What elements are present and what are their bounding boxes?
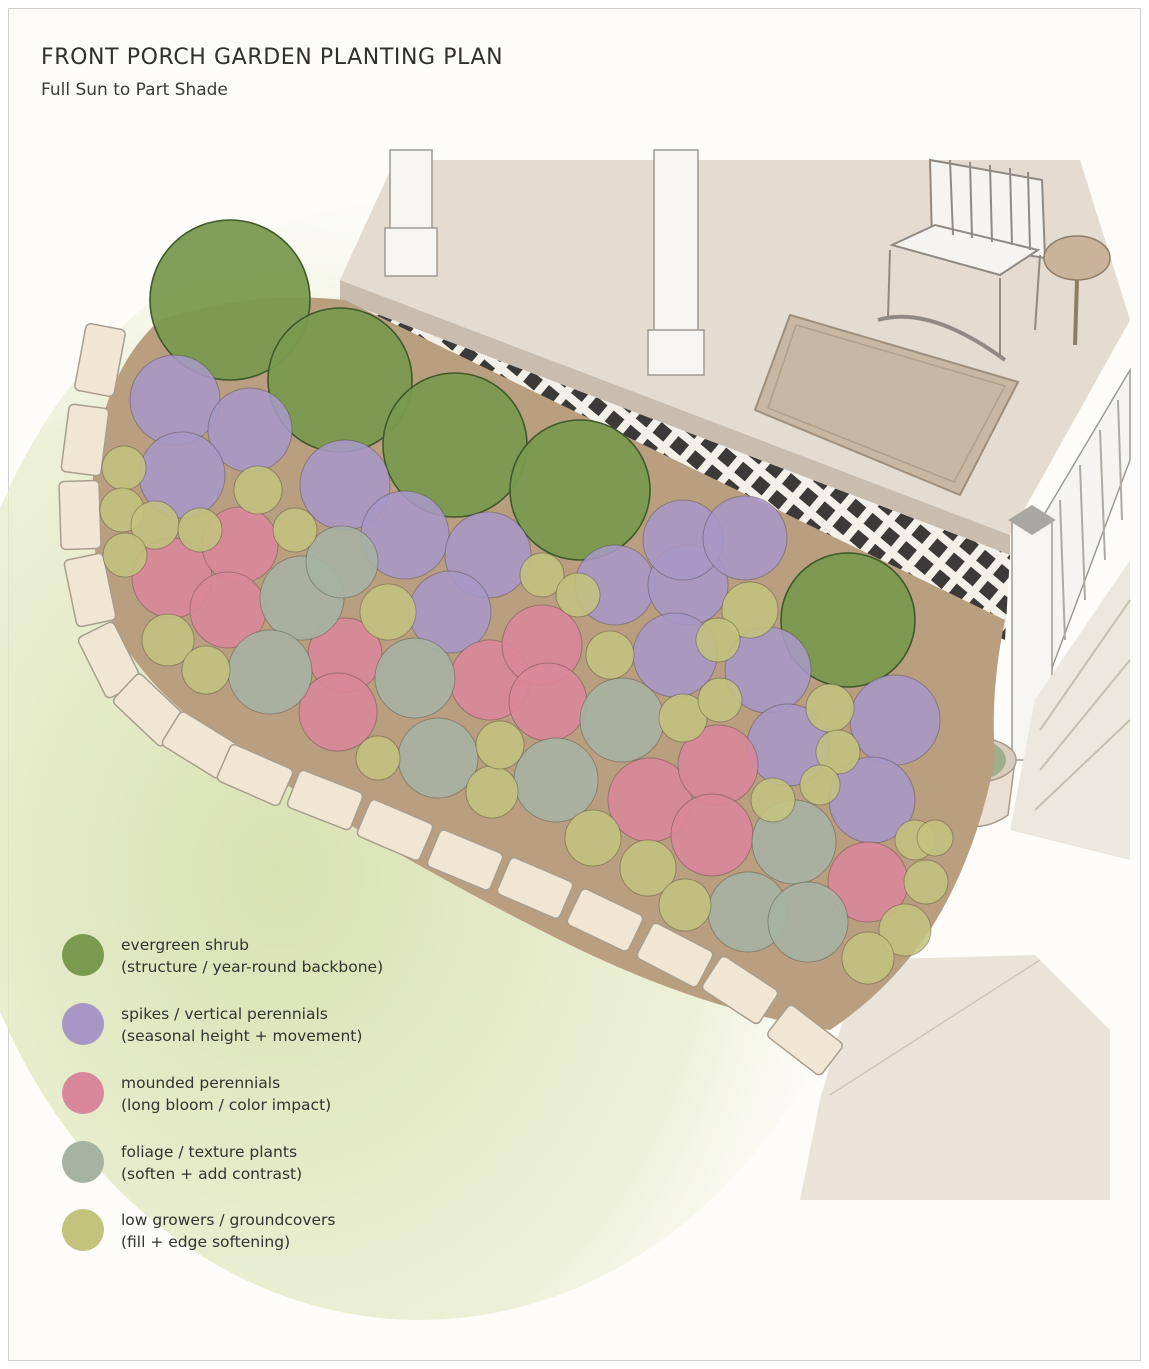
legend-line-2: (structure / year-round backbone) — [121, 958, 384, 976]
evergreen-plant — [149, 219, 311, 381]
doormat — [753, 313, 1020, 497]
paver — [356, 799, 434, 861]
low-plant — [564, 809, 622, 867]
porch-steps — [1010, 560, 1131, 860]
low-plant — [815, 729, 861, 775]
paver — [426, 829, 504, 891]
paver — [566, 888, 644, 952]
rocking-chair — [877, 158, 1047, 362]
low-plant — [272, 507, 318, 553]
mounded-plant — [508, 662, 588, 742]
foliage-plant — [227, 629, 313, 715]
legend-item-low-growers: low growers / groundcovers (fill + edge … — [62, 1207, 482, 1257]
low-plant — [177, 507, 223, 553]
foliage-plant — [513, 737, 599, 823]
low-plant — [619, 839, 677, 897]
low-plant — [355, 735, 401, 781]
legend-line-2: (soften + add contrast) — [121, 1165, 303, 1183]
low-grower-swatch-icon — [62, 1209, 104, 1251]
foliage-plant — [397, 717, 479, 799]
legend-line-2: (long bloom / color impact) — [121, 1096, 332, 1114]
spikes-swatch-icon — [62, 1003, 104, 1045]
low-plant — [141, 613, 195, 667]
page-subtitle: Full Sun to Part Shade — [41, 80, 228, 100]
legend-item-mounded: mounded perennials (long bloom / color i… — [62, 1070, 482, 1120]
paver — [63, 552, 117, 628]
legend-line-1: low growers / groundcovers — [121, 1211, 336, 1229]
low-plant — [101, 445, 147, 491]
low-plant — [359, 583, 417, 641]
paver — [496, 857, 574, 919]
legend-label: foliage / texture plants (soften + add c… — [121, 1141, 302, 1185]
legend-item-foliage: foliage / texture plants (soften + add c… — [62, 1139, 482, 1189]
low-plant — [181, 645, 231, 695]
legend-item-evergreen: evergreen shrub (structure / year-round … — [62, 932, 482, 982]
legend-line-1: spikes / vertical perennials — [121, 1005, 328, 1023]
low-plant — [102, 532, 148, 578]
plant-layer — [99, 219, 954, 985]
legend-line-1: foliage / texture plants — [121, 1143, 298, 1161]
spikes-plant — [849, 674, 941, 766]
low-plant — [903, 859, 949, 905]
evergreen-shrub-swatch-icon — [62, 934, 104, 976]
low-plant — [799, 764, 841, 806]
legend-label: evergreen shrub (structure / year-round … — [121, 934, 383, 978]
low-plant — [475, 720, 525, 770]
low-plant — [465, 765, 519, 819]
paver — [767, 1004, 843, 1076]
legend-label: spikes / vertical perennials (seasonal h… — [121, 1003, 362, 1047]
foliage-plant — [305, 525, 379, 599]
legend-line-2: (fill + edge softening) — [121, 1233, 291, 1251]
spikes-plant — [702, 495, 788, 581]
evergreen-plant — [780, 552, 916, 688]
paver — [60, 403, 110, 477]
paver-edging — [58, 322, 843, 1076]
low-plant — [585, 630, 635, 680]
low-plant — [695, 617, 741, 663]
low-plant — [555, 572, 601, 618]
legend-item-spikes: spikes / vertical perennials (seasonal h… — [62, 1001, 482, 1051]
low-plant — [916, 819, 954, 857]
foliage-plant — [767, 881, 849, 963]
paver — [636, 922, 714, 988]
low-plant — [658, 693, 708, 743]
low-plant — [805, 683, 855, 733]
legend-label: low growers / groundcovers (fill + edge … — [121, 1209, 336, 1253]
low-plant — [878, 903, 932, 957]
walkway — [800, 955, 1110, 1200]
side-table — [1043, 235, 1111, 346]
mounded-plant — [670, 793, 754, 877]
low-plant — [519, 552, 565, 598]
low-plant — [750, 777, 796, 823]
foliage-plant — [579, 677, 665, 763]
low-plant — [233, 465, 283, 515]
evergreen-plant — [509, 419, 651, 561]
legend-label: mounded perennials (long bloom / color i… — [121, 1072, 331, 1116]
foliage-swatch-icon — [62, 1141, 104, 1183]
legend-line-2: (seasonal height + movement) — [121, 1027, 363, 1045]
paver — [58, 479, 102, 551]
low-plant — [658, 878, 712, 932]
porch-columns — [384, 149, 705, 376]
low-plant — [697, 677, 743, 723]
low-plant — [721, 581, 779, 639]
paver — [286, 769, 364, 831]
legend-line-1: evergreen shrub — [121, 936, 249, 954]
mounded-swatch-icon — [62, 1072, 104, 1114]
page-title: FRONT PORCH GARDEN PLANTING PLAN — [41, 45, 504, 70]
paver — [701, 955, 779, 1025]
spikes-plant — [129, 354, 221, 446]
paver — [216, 743, 294, 807]
foliage-plant — [374, 637, 456, 719]
low-plant — [841, 931, 895, 985]
legend-line-1: mounded perennials — [121, 1074, 281, 1092]
paver — [74, 322, 126, 398]
mounded-plant — [298, 672, 378, 752]
